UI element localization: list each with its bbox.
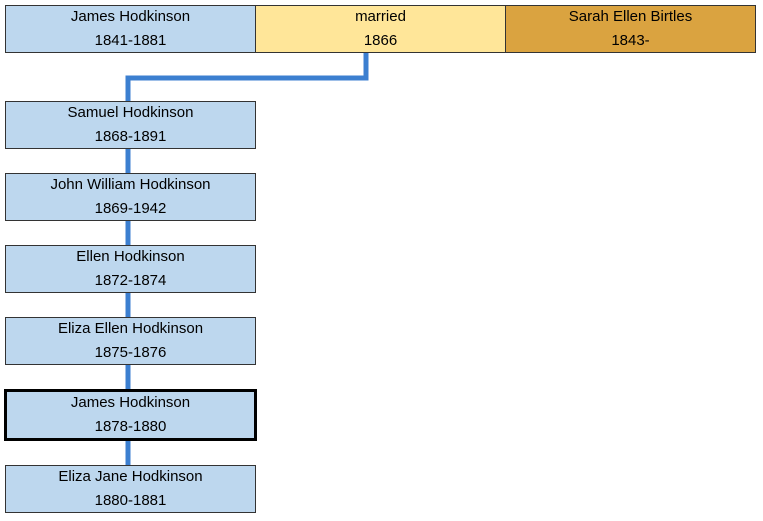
child-box-3: Ellen Hodkinson 1872-1874 (5, 245, 256, 293)
child-box-1: Samuel Hodkinson 1868-1891 (5, 101, 256, 149)
child-years: 1869-1942 (94, 200, 167, 217)
marriage-year: 1866 (363, 32, 398, 49)
marriage-label: married (355, 8, 406, 25)
wife-box: Sarah Ellen Birtles 1843- (505, 5, 756, 53)
child-box-5-highlighted: James Hodkinson 1878-1880 (4, 389, 257, 441)
wife-name: Sarah Ellen Birtles (568, 8, 693, 25)
child-name: Samuel Hodkinson (67, 104, 194, 121)
child-years: 1872-1874 (94, 272, 167, 289)
marriage-box: married 1866 (255, 5, 506, 53)
husband-name: James Hodkinson (70, 8, 191, 25)
wife-years: 1843- (611, 32, 650, 49)
child-name: John William Hodkinson (50, 176, 211, 193)
child-name: Ellen Hodkinson (76, 248, 185, 265)
child-years: 1878-1880 (94, 418, 167, 435)
child-box-4: Eliza Ellen Hodkinson 1875-1876 (5, 317, 256, 365)
child-name: Eliza Jane Hodkinson (58, 468, 203, 485)
child-years: 1880-1881 (94, 492, 167, 509)
child-years: 1868-1891 (94, 128, 167, 145)
child-name: Eliza Ellen Hodkinson (57, 320, 204, 337)
child-years: 1875-1876 (94, 344, 167, 361)
husband-box: James Hodkinson 1841-1881 (5, 5, 256, 53)
child-box-6: Eliza Jane Hodkinson 1880-1881 (5, 465, 256, 513)
marriage-to-children-connector (125, 53, 369, 101)
child-box-2: John William Hodkinson 1869-1942 (5, 173, 256, 221)
child-name: James Hodkinson (70, 394, 191, 411)
husband-years: 1841-1881 (94, 32, 167, 49)
